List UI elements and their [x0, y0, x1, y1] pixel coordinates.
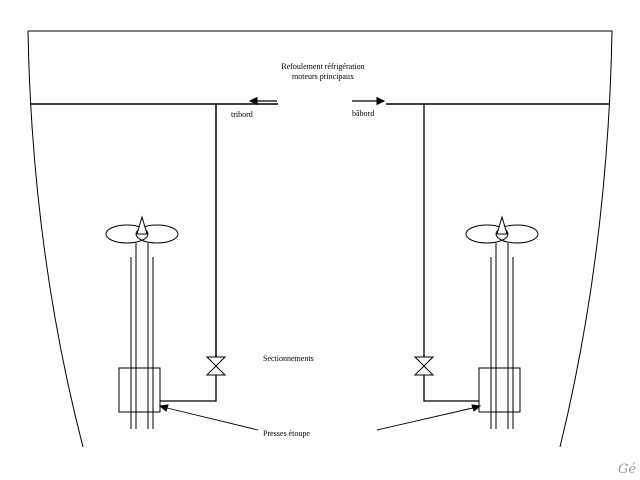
title-line-1: Refoulement réfrigération	[281, 62, 364, 71]
starboard-branch-lower	[423, 375, 479, 402]
port-stuffing-box	[118, 367, 161, 413]
starboard-side-label: bâbord	[352, 109, 374, 118]
author-signature: Gé	[618, 462, 636, 477]
starboard-gland-leader	[376, 404, 482, 431]
port-shaft	[130, 257, 154, 429]
starboard-propeller	[465, 215, 539, 262]
stuffing-boxes-label: Presses étoupe	[263, 429, 310, 438]
port-side-label: tribord	[231, 110, 253, 119]
starboard-stuffing-box	[478, 367, 521, 413]
port-propeller	[105, 215, 179, 262]
hull-outline	[27, 30, 613, 448]
port-gland-leader	[158, 404, 259, 431]
valves-label: Sectionnements	[263, 354, 314, 363]
starboard-shaft	[490, 257, 514, 429]
title-line-2: moteurs principaux	[292, 72, 354, 81]
port-valve	[205, 356, 227, 376]
port-branch-lower	[160, 375, 217, 402]
starboard-valve	[413, 356, 435, 376]
starboard-flow-arrow	[352, 96, 386, 106]
port-flow-arrow	[248, 96, 277, 106]
